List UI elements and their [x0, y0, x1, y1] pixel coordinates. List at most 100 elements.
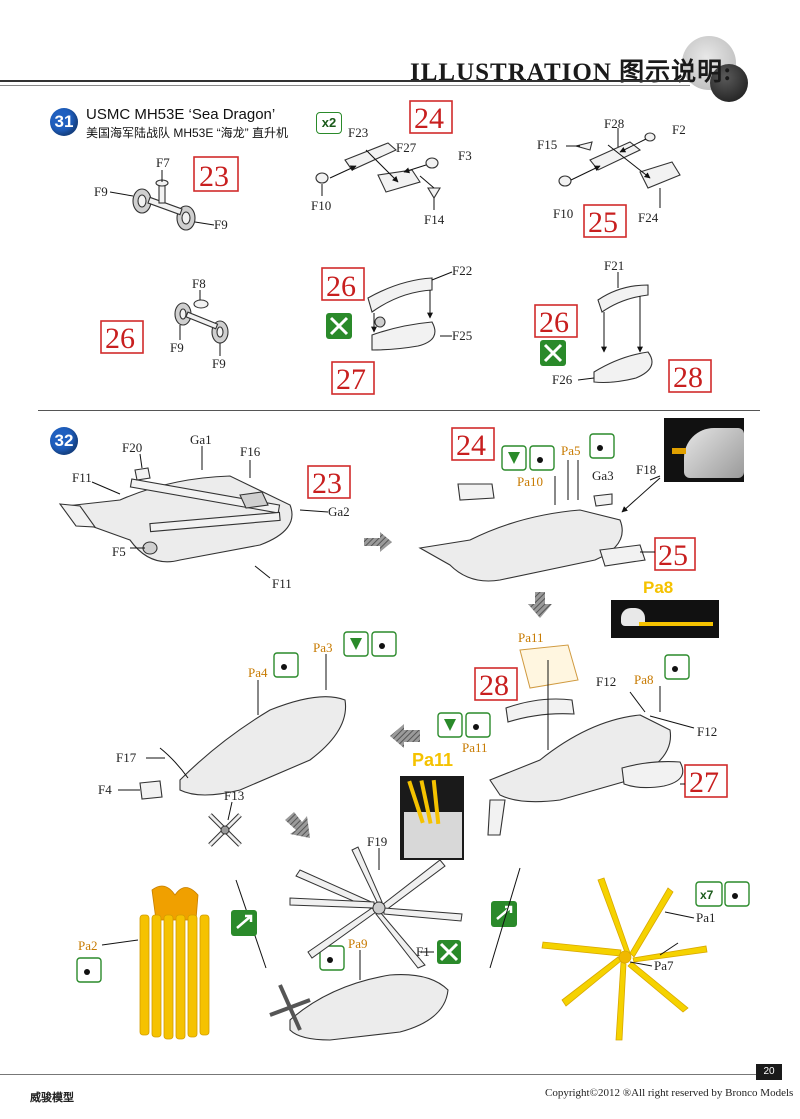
label-f8: F8	[192, 276, 206, 291]
flow-arrow-diagonal	[285, 812, 310, 838]
axle	[147, 196, 183, 216]
fuselage-final	[289, 974, 449, 1041]
subassy-25: 25 F28 F15 F2 F10 F24	[537, 116, 686, 239]
step32-panel-5: Pa2	[76, 879, 267, 1040]
step32-panel-3: 28 27 Pa11 F12 Pa8 F12 Pa11	[437, 630, 728, 836]
step32-panel-1: 23 F20 Ga1 F16 F11 Ga2 F5 F11	[58, 432, 351, 591]
label-f12-right: F12	[697, 724, 717, 739]
label-f16: F16	[240, 444, 261, 459]
sponson-25	[599, 544, 646, 567]
label-f5: F5	[112, 544, 126, 559]
qty-x7: x7	[700, 888, 714, 902]
label-f21: F21	[604, 258, 624, 273]
part-f4	[139, 780, 163, 800]
part-number-24: 24	[414, 102, 444, 135]
ref-26-a: 26	[326, 270, 356, 303]
ref-25: 25	[658, 539, 688, 572]
ref-23-box	[307, 465, 351, 499]
ref-27-box	[684, 764, 728, 798]
label-pa2: Pa2	[78, 938, 98, 953]
part-number-28: 28	[673, 361, 703, 394]
step-32-badge: 32	[50, 427, 78, 455]
detail-photo-pa8	[611, 600, 719, 638]
label-pa1: Pa1	[696, 910, 716, 925]
ref-26-b: 26	[539, 306, 569, 339]
subassy-26: 26 F8 F9 F9	[100, 276, 229, 371]
label-ga3: Ga3	[592, 468, 614, 483]
footer-brand: 威骏模型	[30, 1091, 74, 1104]
part-number-23: 23	[199, 160, 229, 193]
step32-panel-2: 24 25 Pa5 Pa10 Ga3 F18	[418, 427, 696, 582]
label-f20: F20	[122, 440, 142, 455]
label-f10: F10	[311, 198, 331, 213]
part-f25	[371, 321, 436, 351]
part-number-box-26	[100, 320, 144, 354]
landing-gear-3	[487, 799, 506, 836]
sponson-27	[621, 761, 684, 789]
label-f9-right: F9	[214, 217, 228, 232]
part-f26	[593, 351, 653, 384]
label-f26: F26	[552, 372, 573, 387]
label-pa5: Pa5	[561, 443, 581, 458]
rotor-head-pe	[151, 885, 199, 921]
sponson-tank	[377, 169, 421, 193]
tail-fin-1	[58, 503, 97, 528]
tail-rotor-f13	[208, 813, 242, 847]
part-number-box-28	[668, 359, 712, 393]
detail-photo-pa11	[400, 776, 464, 860]
label-f27: F27	[396, 140, 417, 155]
footer-rule	[0, 1074, 760, 1075]
label-pa10: Pa10	[517, 474, 543, 489]
label-f13: F13	[224, 788, 244, 803]
label-ga1: Ga1	[190, 432, 212, 447]
part-ga3	[593, 493, 613, 507]
label-f9a: F9	[170, 340, 184, 355]
part-f2	[644, 132, 656, 142]
footer-copyright: Copyright©2012 ®All right reserved by Br…	[545, 1087, 794, 1099]
step32-panel-6: F19 Pa9 F1	[269, 834, 521, 1041]
label-pa9: Pa9	[348, 936, 368, 951]
label-f11-top: F11	[72, 470, 92, 485]
frame-rail-upper	[129, 478, 281, 514]
sponson-tank-right	[639, 161, 681, 189]
label-f19: F19	[367, 834, 387, 849]
sponson-upper	[367, 277, 433, 313]
label-f1: F1	[416, 944, 430, 959]
step-31-quantity-badge: x2	[316, 112, 342, 134]
step-divider	[38, 410, 760, 411]
ref-24-box	[451, 427, 495, 461]
pe-rotor-pa1	[541, 877, 708, 1041]
label-f9b: F9	[212, 356, 226, 371]
step-31-badge: 31	[50, 108, 78, 136]
flow-arrow-right	[364, 532, 392, 552]
fuselage-3	[489, 714, 672, 803]
label-f28: F28	[604, 116, 624, 131]
sponson-24	[457, 483, 495, 501]
label-f9-left: F9	[94, 184, 108, 199]
frame-rail-lower	[149, 511, 281, 533]
detail-label-pa8: Pa8	[643, 578, 674, 597]
label-f18: F18	[636, 462, 656, 477]
part-f16	[239, 491, 269, 509]
part-f8	[193, 299, 209, 309]
part-f17-line	[159, 747, 189, 779]
main-rotor-f19	[289, 846, 463, 969]
label-f25: F25	[452, 328, 472, 343]
step32-panel-7: x7 Pa1 Pa7	[541, 877, 750, 1041]
label-f4: F4	[98, 782, 112, 797]
part-number-27: 27	[336, 363, 366, 396]
ref-28-box	[474, 667, 518, 701]
label-f11-bottom: F11	[272, 576, 292, 591]
ref-28: 28	[479, 669, 509, 702]
part-number-box-24	[409, 100, 453, 134]
label-f7: F7	[156, 155, 170, 170]
label-f22: F22	[452, 263, 472, 278]
separator-6	[489, 867, 521, 969]
label-pa11-top: Pa11	[518, 630, 544, 645]
page-number: 20	[756, 1064, 782, 1080]
subassy-28: 26 28 F21 F26	[534, 258, 712, 394]
sponson-bracket	[344, 142, 398, 171]
sponson-28	[505, 698, 575, 723]
label-f23: F23	[348, 125, 368, 140]
instruction-qty-box	[695, 881, 723, 907]
